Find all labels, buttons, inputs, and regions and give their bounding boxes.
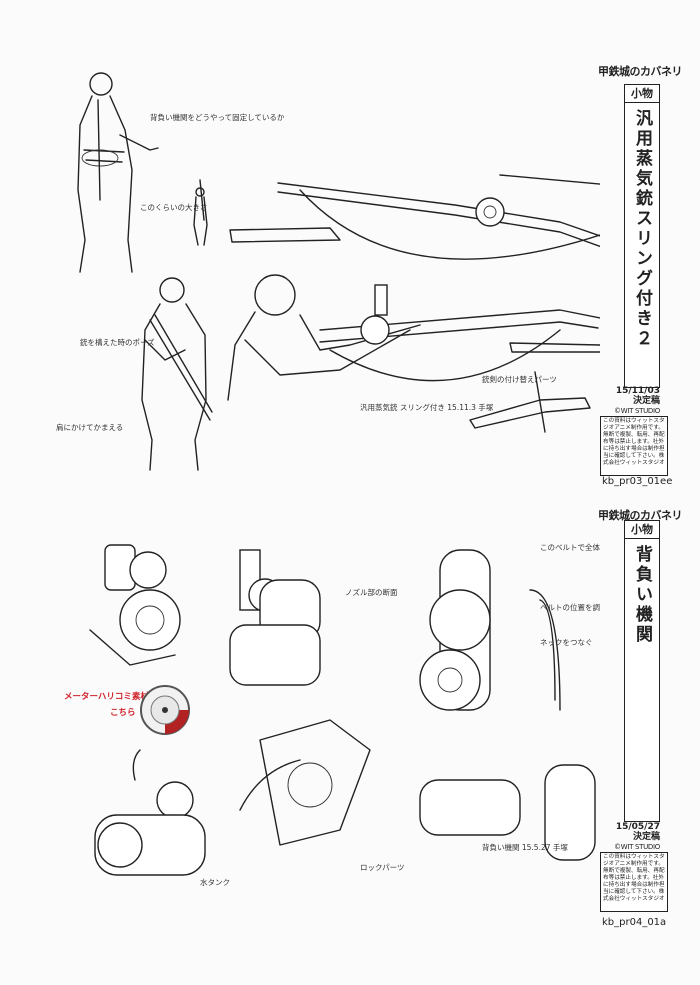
stamp-label: 決定稿 bbox=[632, 832, 660, 842]
note-f: 水タンク bbox=[200, 877, 230, 887]
approval-stamp: 15/05/27 決定稿 ©WIT STUDIO bbox=[596, 822, 660, 852]
note-f: 汎用蒸気銃 スリング付き 15.11.3 手塚 bbox=[360, 402, 494, 412]
note-e: 背負い機関 15.5.27 手塚 bbox=[482, 842, 568, 852]
engine-view-2 bbox=[229, 549, 321, 686]
backpack-engine-sketch-art: このベルトで全体をコルセットに固定 ノズル部の断面 ベルトの位置を調整 ネックを… bbox=[89, 542, 600, 887]
note-a: 背負い機関をどうやって固定しているか bbox=[150, 112, 285, 122]
engine-view-1 bbox=[89, 544, 181, 666]
sheet-code: kb_pr04_01a bbox=[602, 917, 667, 928]
engine-view-5 bbox=[239, 719, 371, 846]
note-c: ベルトの位置を調整 bbox=[540, 602, 600, 612]
small-figure bbox=[193, 179, 208, 246]
note-b: このくらいの大きさ bbox=[140, 202, 208, 212]
title-text: 汎用蒸気銃スリング付き２ bbox=[632, 109, 652, 349]
stamp-date: 15/05/27 bbox=[615, 822, 660, 832]
note-d: 肩にかけてかまえる bbox=[56, 422, 123, 432]
note-b: ノズル部の断面 bbox=[345, 587, 398, 597]
series-logo: 甲鉄城のカバネリ bbox=[598, 65, 683, 78]
title-text: 背負い機関 bbox=[632, 545, 652, 645]
meter-callout-label: メーターハリコミ素材 bbox=[64, 692, 149, 702]
title-category: 小物 bbox=[625, 85, 659, 103]
stamp-studio: ©WIT STUDIO bbox=[614, 407, 660, 415]
rifle-holding-figure bbox=[141, 277, 213, 471]
standing-figure bbox=[77, 72, 159, 273]
bayonet-drawings bbox=[469, 342, 600, 433]
sheet-code: kb_pr03_01ee bbox=[602, 476, 673, 487]
note-g: ロックパーツ bbox=[360, 863, 404, 872]
rifle-drawing-main bbox=[229, 174, 600, 260]
copyright-notice: この資料はウィットスタジオアニメ制作用です。無断で複製、転用、再配布等は禁止しま… bbox=[600, 852, 668, 912]
engine-view-4 bbox=[94, 749, 206, 876]
rifle-sketch-art: 背負い機関をどうやって固定しているか このくらいの大きさ 銃を構えた時のポーズ … bbox=[56, 72, 600, 471]
title-block: 小物 背負い機関 bbox=[624, 520, 660, 822]
rifle-drawing-aiming bbox=[319, 284, 600, 382]
stamp-date: 15/11/03 bbox=[615, 386, 660, 396]
note-d: ネックをつなぐ bbox=[540, 638, 593, 647]
meter-callout-sub: こちら bbox=[110, 708, 136, 718]
note-a: このベルトで全体をコルセットに固定 bbox=[540, 542, 600, 552]
approval-stamp: 15/11/03 決定稿 ©WIT STUDIO bbox=[596, 386, 660, 416]
stamp-label: 決定稿 bbox=[632, 396, 660, 406]
water-tank-drawings bbox=[419, 764, 596, 861]
meter-gauge bbox=[140, 685, 190, 735]
note-c: 銃を構えた時のポーズ bbox=[80, 337, 155, 347]
stamp-studio: ©WIT STUDIO bbox=[614, 843, 660, 851]
title-category: 小物 bbox=[625, 521, 659, 539]
copyright-notice: この資料はウィットスタジオアニメ制作用です。無断で複製、転用、再配布等は禁止しま… bbox=[600, 416, 668, 476]
engine-view-3 bbox=[419, 549, 561, 711]
title-block: 小物 汎用蒸気銃スリング付き２ bbox=[624, 84, 660, 388]
note-e: 銃剣の付け替えパーツ bbox=[482, 374, 557, 384]
series-logo: 甲鉄城のカバネリ bbox=[598, 509, 683, 522]
